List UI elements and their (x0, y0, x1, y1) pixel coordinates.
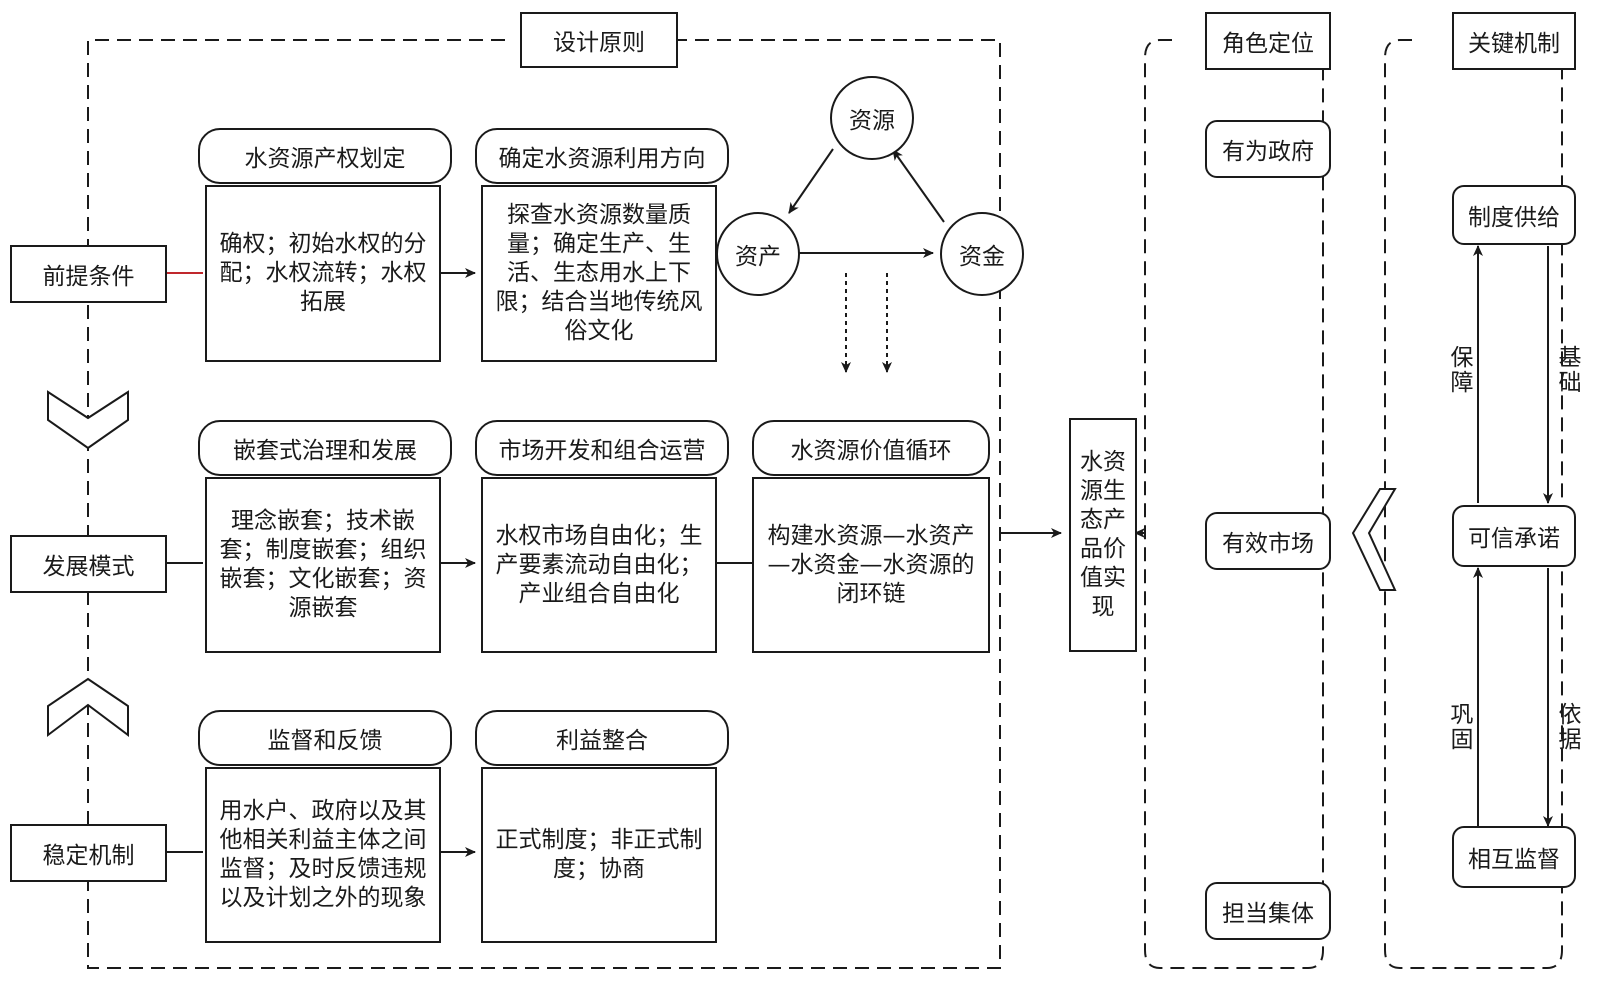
pill-value-cycle: 水资源价值循环 (752, 420, 990, 476)
chevron-up-icon (47, 677, 129, 737)
box-water-use-direction: 探查水资源数量质量；确定生产、生活、生态用水上下限；结合当地传统风俗文化 (481, 185, 717, 362)
cycle-arrow-top-left (788, 148, 834, 214)
pill-interest-integration: 利益整合 (475, 710, 729, 766)
design-frame (87, 39, 1001, 969)
edge-label-consolidate: 巩固 (1446, 702, 1472, 752)
mech-node-credible-commitment: 可信承诺 (1452, 505, 1576, 567)
label-stability: 稳定机制 (10, 824, 167, 882)
roles-frame (1144, 39, 1324, 969)
box-value-cycle: 构建水资源—水资产—水资金—水资源的闭环链 (752, 477, 990, 653)
cycle-arrow-right-top (892, 149, 945, 223)
cycle-node-asset: 资产 (716, 212, 800, 296)
box-nested-governance: 理念嵌套；技术嵌套；制度嵌套；组织嵌套；文化嵌套；资源嵌套 (205, 477, 441, 653)
chevron-left-icon (1351, 488, 1397, 591)
mech-node-mutual-supervision: 相互监督 (1452, 826, 1576, 888)
role-responsible-collective: 担当集体 (1205, 882, 1331, 940)
cycle-node-resource: 资源 (830, 76, 914, 160)
pill-water-rights: 水资源产权划定 (198, 128, 452, 184)
box-interest-integration: 正式制度；非正式制度；协商 (481, 767, 717, 943)
box-supervision: 用水户、政府以及其他相关利益主体之间监督；及时反馈违规以及计划之外的现象 (205, 767, 441, 943)
edge-label-basis: 依据 (1554, 702, 1580, 752)
pill-supervision: 监督和反馈 (198, 710, 452, 766)
mechanism-header: 关键机制 (1452, 12, 1576, 70)
design-header: 设计原则 (520, 12, 678, 68)
box-market-development: 水权市场自由化；生产要素流动自由化；产业组合自由化 (481, 477, 717, 653)
chevron-down-icon (47, 390, 129, 450)
cycle-node-capital: 资金 (940, 212, 1024, 296)
label-prerequisite: 前提条件 (10, 245, 167, 303)
edge-label-guarantee: 保障 (1446, 345, 1472, 395)
role-efficient-market: 有效市场 (1205, 512, 1331, 570)
pill-nested-governance: 嵌套式治理和发展 (198, 420, 452, 476)
center-value-realization: 水资源生态产品价值实现 (1069, 418, 1137, 652)
box-water-rights: 确权；初始水权的分配；水权流转；水权拓展 (205, 185, 441, 362)
pill-water-use-direction: 确定水资源利用方向 (475, 128, 729, 184)
roles-header: 角色定位 (1205, 12, 1331, 70)
role-effective-government: 有为政府 (1205, 120, 1331, 178)
mech-node-institution: 制度供给 (1452, 185, 1576, 245)
label-development: 发展模式 (10, 535, 167, 593)
pill-market-development: 市场开发和组合运营 (475, 420, 729, 476)
edge-label-foundation: 基础 (1554, 345, 1580, 395)
